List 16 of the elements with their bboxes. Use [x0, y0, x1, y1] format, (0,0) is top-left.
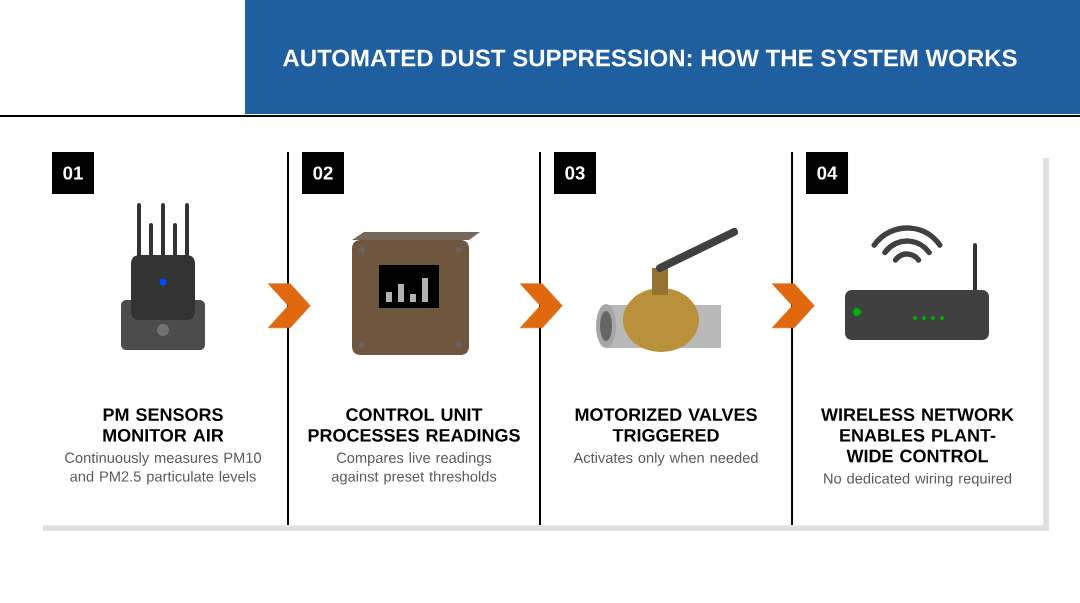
chevron-arrow	[267, 283, 311, 329]
step-number-badge: 04	[806, 152, 848, 194]
step-description: Continuously measures PM10 and PM2.5 particulate levels	[65, 452, 261, 485]
chevron-arrow	[519, 283, 563, 329]
step-description: Activates only when needed	[573, 452, 758, 466]
step-number-badge: 01	[52, 152, 94, 194]
step-heading: CONTROL UNIT PROCESSES READINGS	[308, 408, 520, 442]
step-description: Compares live readings against preset thresholds	[331, 452, 497, 485]
step-number-badge: 02	[302, 152, 344, 194]
step-heading: MOTORIZED VALVES TRIGGERED	[575, 408, 757, 442]
step-heading: WIRELESS NETWORK ENABLES PLANT-WIDE CONTROL	[821, 408, 1014, 463]
chevron-arrow	[771, 283, 815, 329]
step-description: No dedicated wiring required	[824, 472, 1012, 487]
step-heading: PM SENSORS MONITOR AIR	[103, 408, 224, 442]
step-number-badge: 03	[554, 152, 596, 194]
title: AUTOMATED DUST SUPPRESSION: HOW THE SYSTEM WORKS	[283, 49, 1017, 67]
